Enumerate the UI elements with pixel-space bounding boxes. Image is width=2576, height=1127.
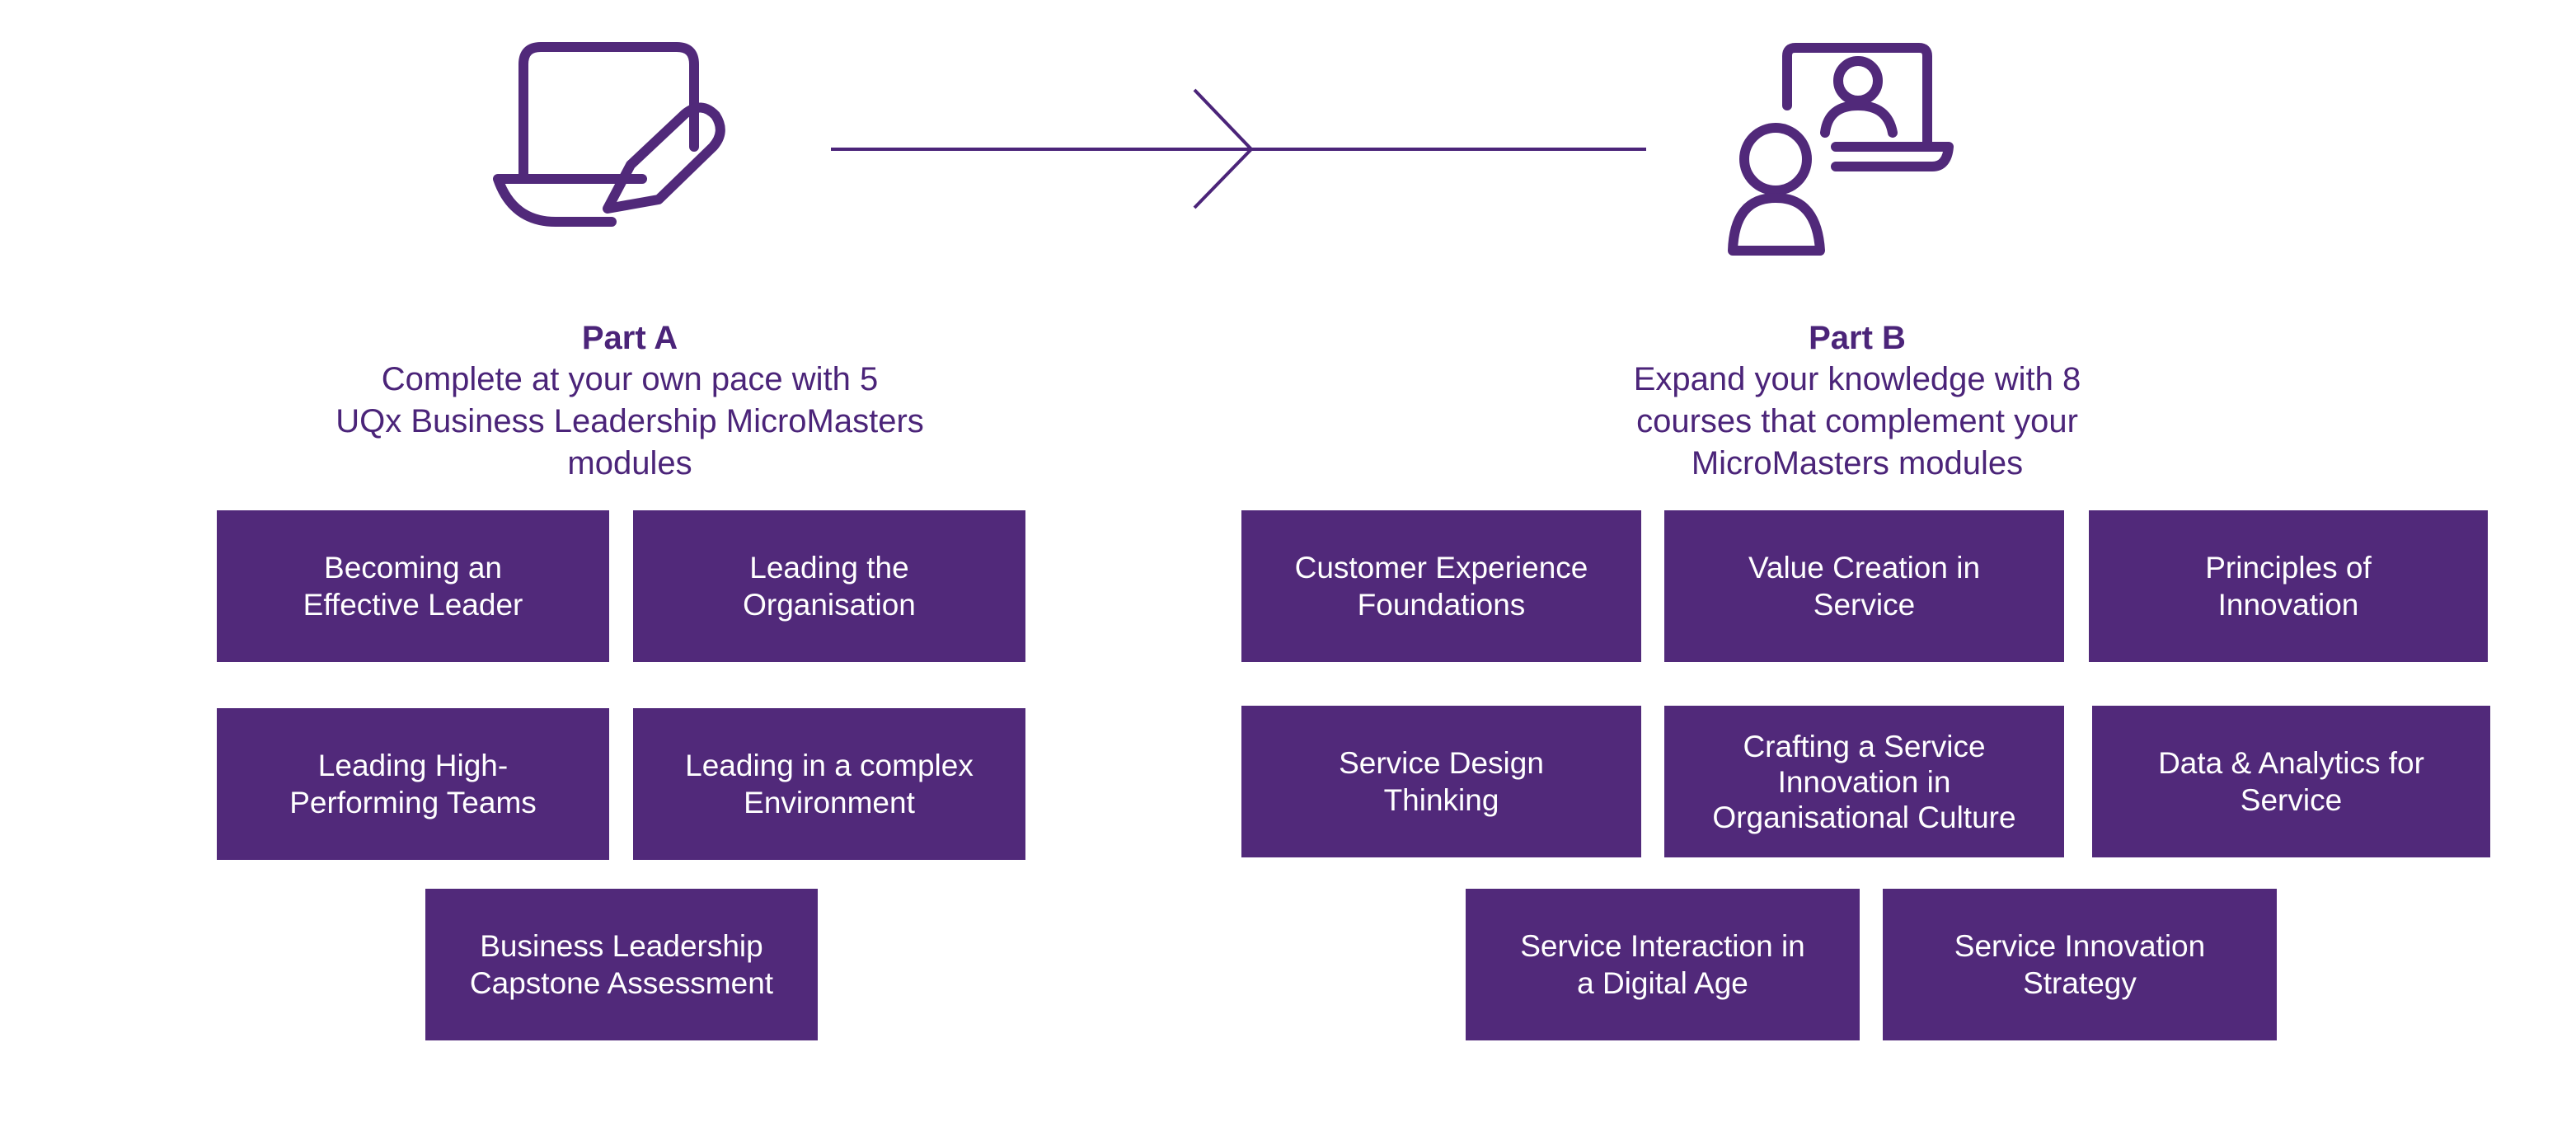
part-a-title: Part A [581, 320, 678, 356]
course-box: Value Creation in Service [1664, 510, 2064, 662]
arrow-right-icon [828, 82, 1649, 214]
part-a-description: Complete at your own pace with 5 UQx Bus… [335, 361, 924, 481]
course-box: Data & Analytics for Service [2092, 706, 2490, 857]
course-box: Service Interaction in a Digital Age [1466, 889, 1860, 1040]
module-box: Leading in a complex Environment [633, 708, 1025, 860]
laptop-pencil-icon [491, 41, 734, 284]
part-b-title: Part B [1809, 320, 1906, 356]
module-box: Becoming an Effective Leader [217, 510, 609, 662]
course-box: Service Innovation Strategy [1883, 889, 2277, 1040]
module-box: Leading High- Performing Teams [217, 708, 609, 860]
part-a-heading: Part A Complete at your own pace with 5 … [259, 317, 1001, 485]
part-b-heading: Part B Expand your knowledge with 8 cour… [1486, 317, 2228, 485]
course-box: Service Design Thinking [1241, 706, 1641, 857]
course-box: Principles of Innovation [2089, 510, 2488, 662]
course-box: Crafting a Service Innovation in Organis… [1664, 706, 2064, 857]
module-box: Leading the Organisation [633, 510, 1025, 662]
course-box: Customer Experience Foundations [1241, 510, 1641, 662]
part-b-description: Expand your knowledge with 8 courses tha… [1633, 361, 2081, 481]
video-conference-icon [1726, 40, 1957, 258]
module-box: Business Leadership Capstone Assessment [425, 889, 818, 1040]
